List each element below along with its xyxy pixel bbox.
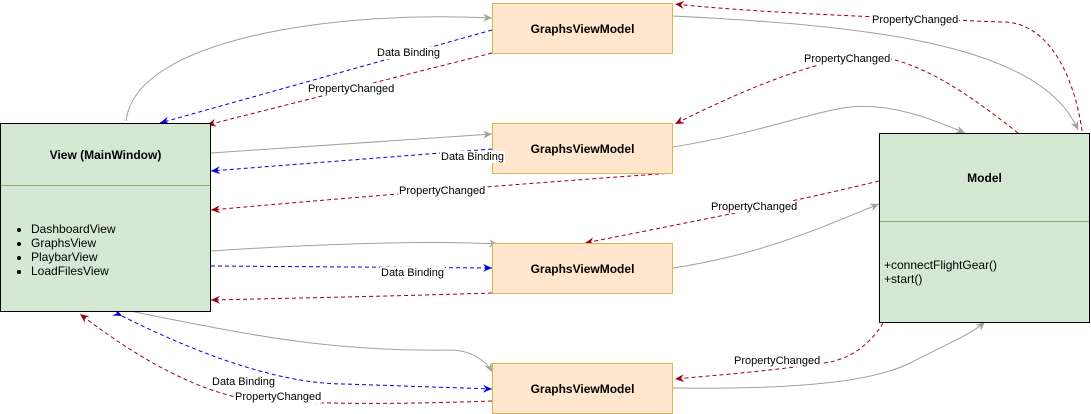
edge-vm2-model <box>672 105 966 148</box>
viewmodel-node-2[interactable]: GraphsViewModel <box>492 123 673 174</box>
label-data-binding-1: Data Binding <box>376 47 441 59</box>
view-items-list: DashboardView GraphsView PlaybarView Loa… <box>0 222 116 278</box>
edge-view-vm1 <box>125 13 493 122</box>
view-item: GraphsView <box>31 236 116 250</box>
label-property-changed-model-vm3: PropertyChanged <box>710 201 799 213</box>
label-property-changed-2: PropertyChanged <box>398 185 487 197</box>
edge-pc-model-vm1 <box>674 0 1083 132</box>
label-property-changed-model-vm2: PropertyChanged <box>803 53 892 65</box>
edge-binding-vm2 <box>210 144 502 175</box>
label-data-binding-4: Data Binding <box>211 376 276 388</box>
edge-pc-model-vm3 <box>584 180 880 246</box>
model-operations: +connectFlightGear() +start() <box>884 258 997 286</box>
viewmodel-node-4[interactable]: GraphsViewModel <box>492 363 673 414</box>
edge-binding-vm3 <box>201 261 493 272</box>
edge-pc-vm4-view <box>79 313 493 404</box>
model-title: Model <box>880 134 1089 222</box>
label-data-binding-3: Data Binding <box>380 267 445 279</box>
model-node[interactable]: Model +connectFlightGear() +start() <box>879 133 1090 323</box>
view-item: PlaybarView <box>31 250 116 264</box>
label-data-binding-2: Data Binding <box>440 151 505 163</box>
edge-vm1-model <box>672 15 1079 131</box>
view-item: DashboardView <box>31 222 116 236</box>
edge-view-vm4 <box>129 310 493 373</box>
model-operation: +start() <box>884 272 923 286</box>
label-property-changed-model-vm4: PropertyChanged <box>733 355 822 367</box>
label-property-changed-model-vm1: PropertyChanged <box>871 14 960 26</box>
edge-binding-vm4 <box>112 308 493 393</box>
edge-vm3-model <box>672 203 880 269</box>
edge-view-vm3 <box>210 239 499 252</box>
label-property-changed-4: PropertyChanged <box>234 391 323 403</box>
edge-vm4-model <box>672 321 986 389</box>
edge-pc-model-vm4 <box>674 322 884 383</box>
view-mainwindow-node[interactable]: View (MainWindow) DashboardView GraphsVi… <box>0 123 211 312</box>
viewmodel-node-1[interactable]: GraphsViewModel <box>492 3 673 54</box>
edge-binding-vm1 <box>159 23 502 125</box>
view-title: View (MainWindow) <box>1 124 210 186</box>
model-operation: +connectFlightGear() <box>884 258 998 272</box>
edge-pc-vm3-view <box>210 292 493 304</box>
edge-pc-model-vm2 <box>674 55 1019 134</box>
viewmodel-node-3[interactable]: GraphsViewModel <box>492 243 673 294</box>
edge-pc-vm2-view <box>210 172 674 214</box>
view-item: LoadFilesView <box>31 264 116 278</box>
label-property-changed-1: PropertyChanged <box>307 83 396 95</box>
